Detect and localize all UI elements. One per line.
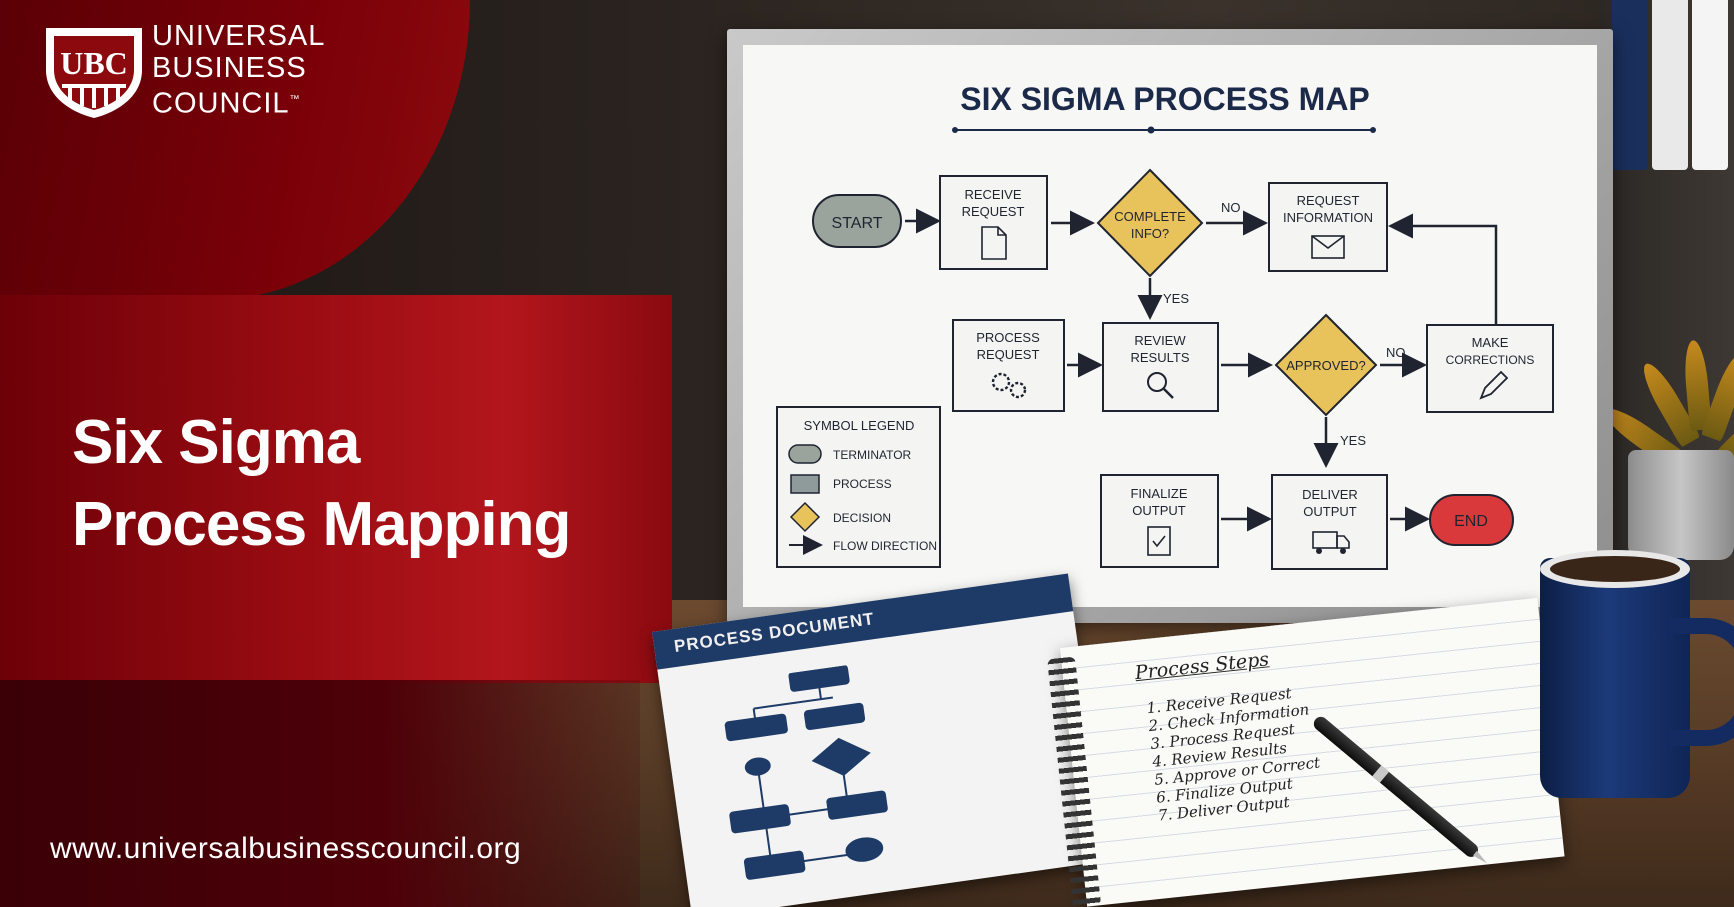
- trademark-symbol: ™: [289, 94, 301, 105]
- headline-line: Process Mapping: [72, 490, 571, 559]
- page-headline: Six Sigma Process Mapping: [72, 402, 571, 566]
- request-information-box: [1268, 182, 1388, 272]
- process-document-book: PROCESS DOCUMENT: [652, 573, 1109, 907]
- review-results-box: [1102, 322, 1219, 412]
- headline-line: Six Sigma: [72, 408, 360, 477]
- legend-item-label: FLOW DIRECTION: [833, 539, 937, 553]
- envelope-icon: [1311, 235, 1345, 259]
- magnifier-icon: [1147, 372, 1167, 392]
- request-information-label: INFORMATION: [1283, 210, 1373, 225]
- finalize-output-label: OUTPUT: [1132, 503, 1186, 518]
- flow-arrow: [1388, 213, 1498, 325]
- deliver-output-box: [1271, 474, 1388, 570]
- notebook-title: Process Steps: [1133, 648, 1271, 685]
- make-corrections-label: MAKE: [1472, 335, 1509, 350]
- process-map-diagram: SIX SIGMA PROCESS MAP START RECEIVE REQU…: [776, 81, 1554, 570]
- document-icon: [981, 226, 1007, 260]
- background-binder: [1692, 0, 1728, 170]
- review-results-label: RESULTS: [1131, 350, 1190, 365]
- receive-request-label: RECEIVE: [964, 187, 1021, 202]
- approved-label: APPROVED?: [1286, 358, 1365, 373]
- receive-request-box: [939, 175, 1048, 270]
- clipboard-icon: [1147, 526, 1171, 556]
- make-corrections-label: CORRECTIONS: [1446, 353, 1535, 367]
- website-url[interactable]: www.universalbusinesscouncil.org: [50, 832, 522, 865]
- edge-label-no: NO: [1221, 200, 1241, 215]
- finalize-output-box: [1100, 474, 1219, 568]
- review-results-label: REVIEW: [1134, 333, 1186, 348]
- gears-icon: [1009, 381, 1027, 399]
- request-information-label: REQUEST: [1297, 193, 1360, 208]
- clipboard-icon: [1152, 535, 1166, 548]
- truck-icon: [1316, 548, 1322, 554]
- process-map-title: SIX SIGMA PROCESS MAP: [960, 81, 1370, 117]
- flowchart-sketch: [724, 664, 888, 880]
- coffee-mug-handle: [1670, 618, 1734, 746]
- legend-title: SYMBOL LEGEND: [804, 418, 915, 433]
- edge-label-yes: YES: [1340, 433, 1366, 448]
- start-terminator: [812, 194, 902, 248]
- title-underline-dot: [952, 127, 958, 133]
- complete-info-label: COMPLETE: [1114, 209, 1186, 224]
- red-headline-panel: [0, 295, 672, 683]
- process-steps-notebook: Process Steps 1. Receive Request 2. Chec…: [1047, 597, 1565, 907]
- coffee-mug: [1540, 558, 1690, 798]
- coffee-surface: [1550, 556, 1680, 582]
- end-label: END: [1454, 513, 1488, 530]
- title-underline-dot: [1370, 127, 1376, 133]
- legend-item-label: DECISION: [833, 511, 891, 525]
- edge-label-no: NO: [1386, 345, 1406, 360]
- title-underline-dot: [1147, 126, 1155, 134]
- background-binder: [1652, 0, 1688, 170]
- brand-name-line: BUSINESS: [152, 52, 307, 84]
- brand-name-line: COUNCIL™: [152, 84, 325, 120]
- notebook-step-list: 1. Receive Request 2. Check Information …: [1146, 682, 1325, 825]
- brand-name-line: UNIVERSAL: [152, 20, 326, 52]
- process-request-label: PROCESS: [976, 330, 1040, 345]
- complete-info-decision: [1096, 168, 1204, 278]
- end-terminator: [1429, 494, 1514, 546]
- make-corrections-box: [1426, 324, 1554, 413]
- truck-icon: [1340, 548, 1346, 554]
- ubc-logo-shield: UBC: [46, 28, 142, 118]
- process-request-box: [952, 319, 1065, 412]
- process-request-label: REQUEST: [977, 347, 1040, 362]
- legend-item-label: PROCESS: [833, 477, 892, 491]
- approved-decision: [1274, 313, 1378, 417]
- legend-decision-swatch: [789, 501, 821, 533]
- deliver-output-label: DELIVER: [1302, 487, 1358, 502]
- start-label: START: [832, 215, 883, 232]
- deliver-output-label: OUTPUT: [1303, 504, 1357, 519]
- envelope-icon: [1311, 235, 1345, 249]
- finalize-output-label: FINALIZE: [1130, 486, 1187, 501]
- legend-terminator-swatch: [788, 444, 822, 464]
- magnifier-icon: [1163, 388, 1174, 399]
- edge-label-yes: YES: [1163, 291, 1189, 306]
- plant-pot: [1628, 450, 1734, 560]
- logo-monogram: UBC: [60, 45, 128, 81]
- gears-icon: [991, 372, 1011, 392]
- legend-item-label: TERMINATOR: [833, 448, 912, 462]
- brand-name: UNIVERSAL BUSINESS COUNCIL™: [152, 20, 325, 120]
- background-binder: [1612, 0, 1648, 170]
- brand-name-line3: COUNCIL: [152, 87, 290, 120]
- complete-info-label: INFO?: [1131, 226, 1169, 241]
- legend-process-swatch: [790, 474, 820, 494]
- pencil-icon: [1479, 370, 1509, 400]
- red-footer-panel: [0, 680, 640, 907]
- truck-icon: [1336, 535, 1350, 549]
- receive-request-label: REQUEST: [962, 204, 1025, 219]
